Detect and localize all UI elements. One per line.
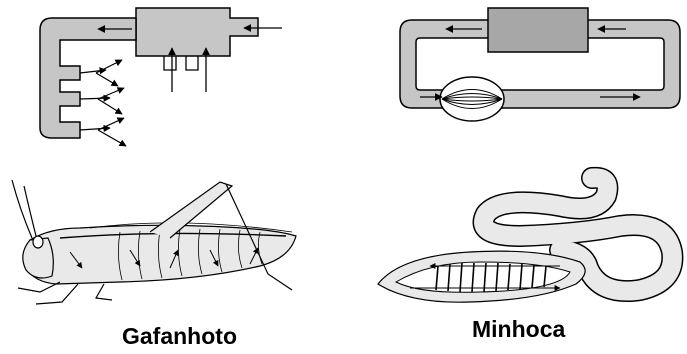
heart-chamber <box>488 8 588 52</box>
main-vessel <box>40 18 136 138</box>
open-circulatory-system-diagram <box>40 8 282 146</box>
capillary-bed <box>440 77 504 121</box>
ostia-tubes <box>164 56 198 70</box>
caption-grasshopper: Gafanhoto <box>122 323 237 350</box>
earthworm-illustration <box>378 178 672 302</box>
heart-chamber <box>136 8 258 56</box>
grasshopper-illustration <box>12 180 296 304</box>
caption-earthworm: Minhoca <box>472 316 565 343</box>
closed-circulatory-system-diagram <box>400 8 680 121</box>
